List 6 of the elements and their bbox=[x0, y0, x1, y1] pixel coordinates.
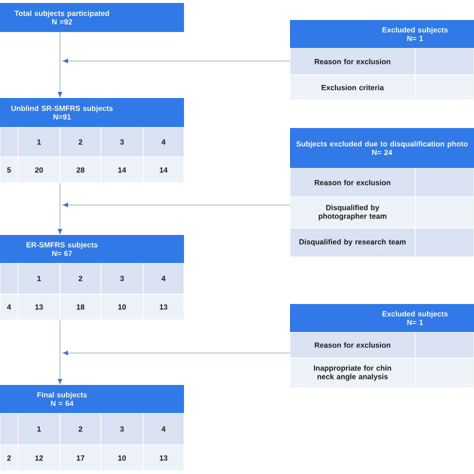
arrow bbox=[63, 58, 290, 64]
arrow bbox=[63, 350, 290, 356]
arrow bbox=[58, 32, 62, 97]
arrow bbox=[63, 202, 290, 208]
arrow bbox=[58, 320, 62, 384]
arrow bbox=[58, 183, 62, 234]
